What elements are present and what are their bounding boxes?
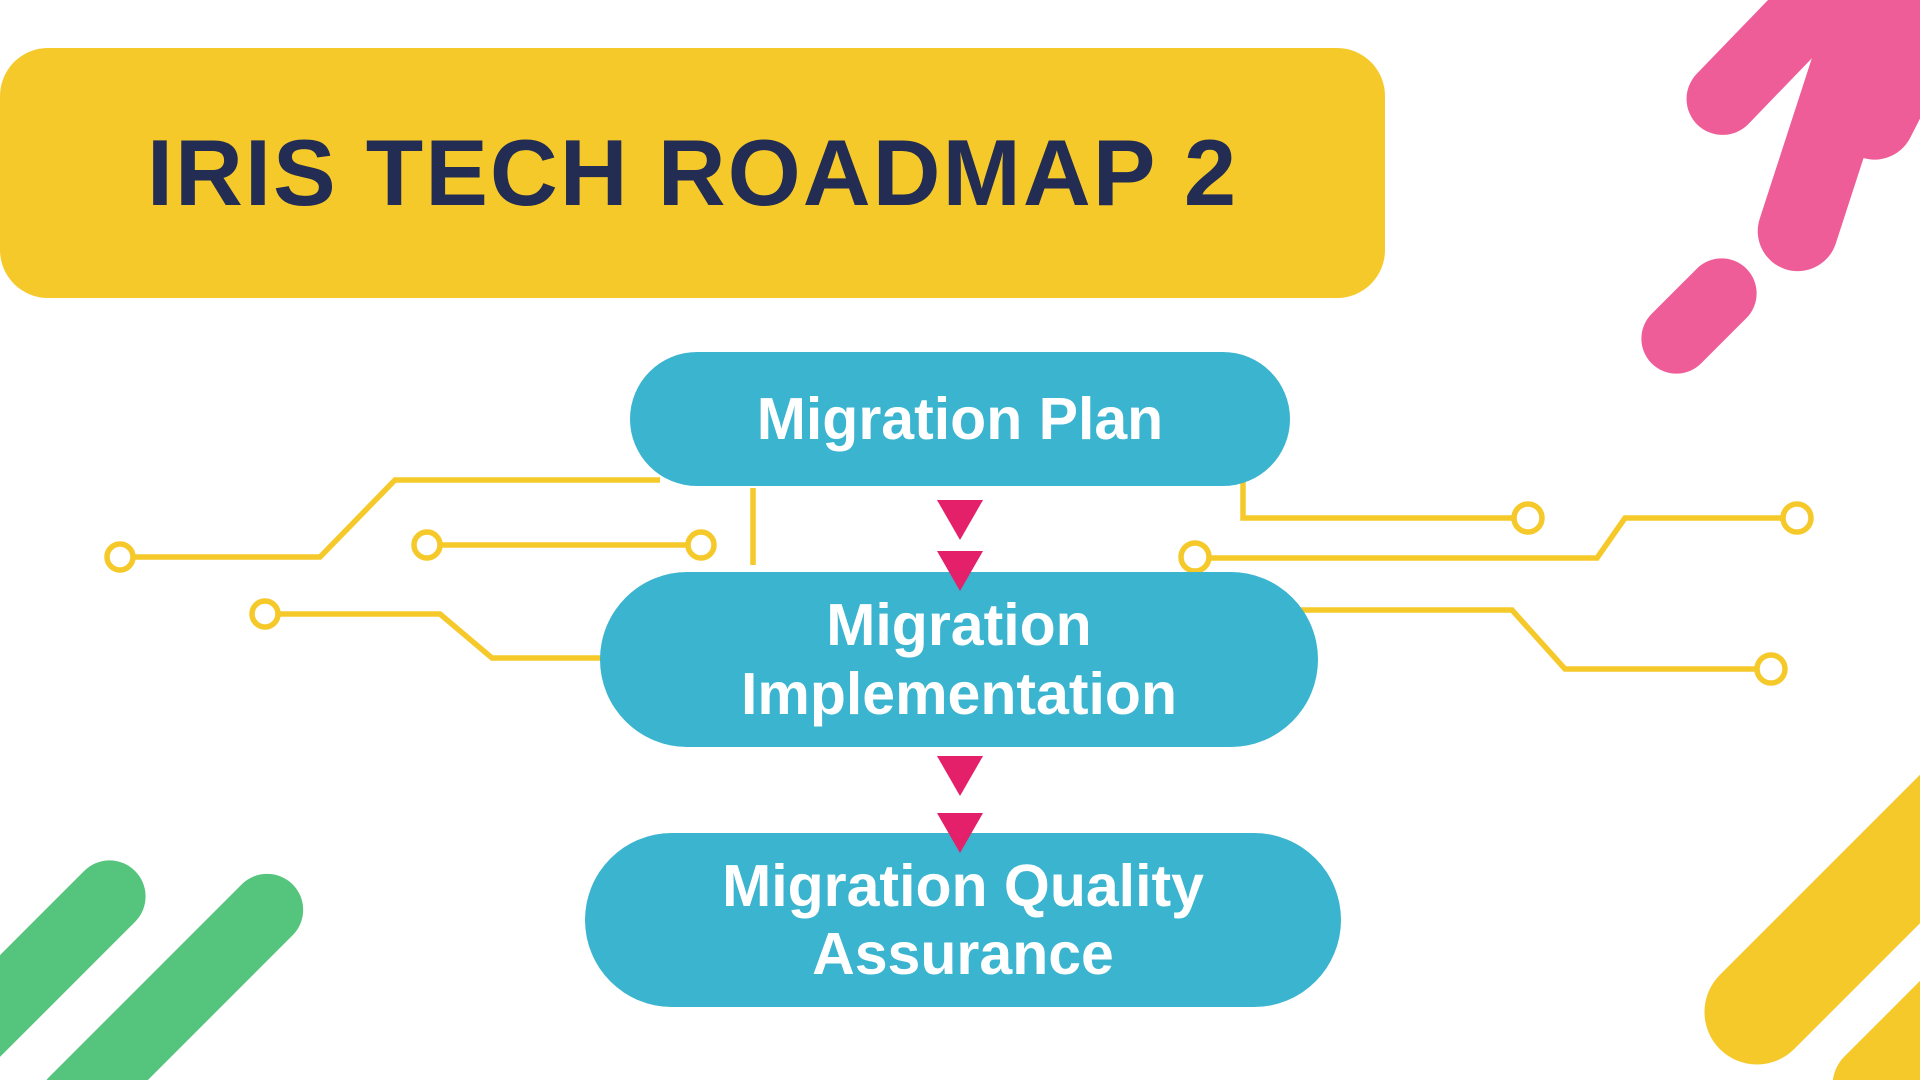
circuit-node-icon [1511,501,1545,535]
title-banner: IRIS TECH ROADMAP 2 [0,48,1385,298]
roadmap-step-migration-implementation: Migration Implementation [600,572,1318,747]
circuit-node-icon [1178,540,1212,574]
arrow-down-icon [937,813,983,853]
circuit-node-icon [104,541,136,573]
arrow-down-icon [937,551,983,591]
circuit-trace-right-bottom [1300,607,1756,672]
circuit-node-icon [411,529,443,561]
circuit-trace-left-top [134,477,660,560]
circuit-node-icon [1754,652,1788,686]
roadmap-step-migration-quality-assurance: Migration Quality Assurance [585,833,1341,1007]
circuit-node-icon [685,529,717,561]
arrow-down-icon [937,500,983,540]
circuit-trace-right-top [1210,515,1782,561]
circuit-node-icon [249,598,281,630]
circuit-node-icon [1780,501,1814,535]
circuit-trace-left-bottom [279,611,620,661]
arrow-down-icon [937,756,983,796]
step-label: Migration Quality Assurance [722,852,1204,987]
step-label: Migration Plan [756,385,1164,452]
roadmap-step-migration-plan: Migration Plan [630,352,1290,486]
circuit-trace-right-elbow [1240,482,1513,521]
step-label: Migration Implementation [741,592,1177,727]
page-title: IRIS TECH ROADMAP 2 [146,120,1239,225]
